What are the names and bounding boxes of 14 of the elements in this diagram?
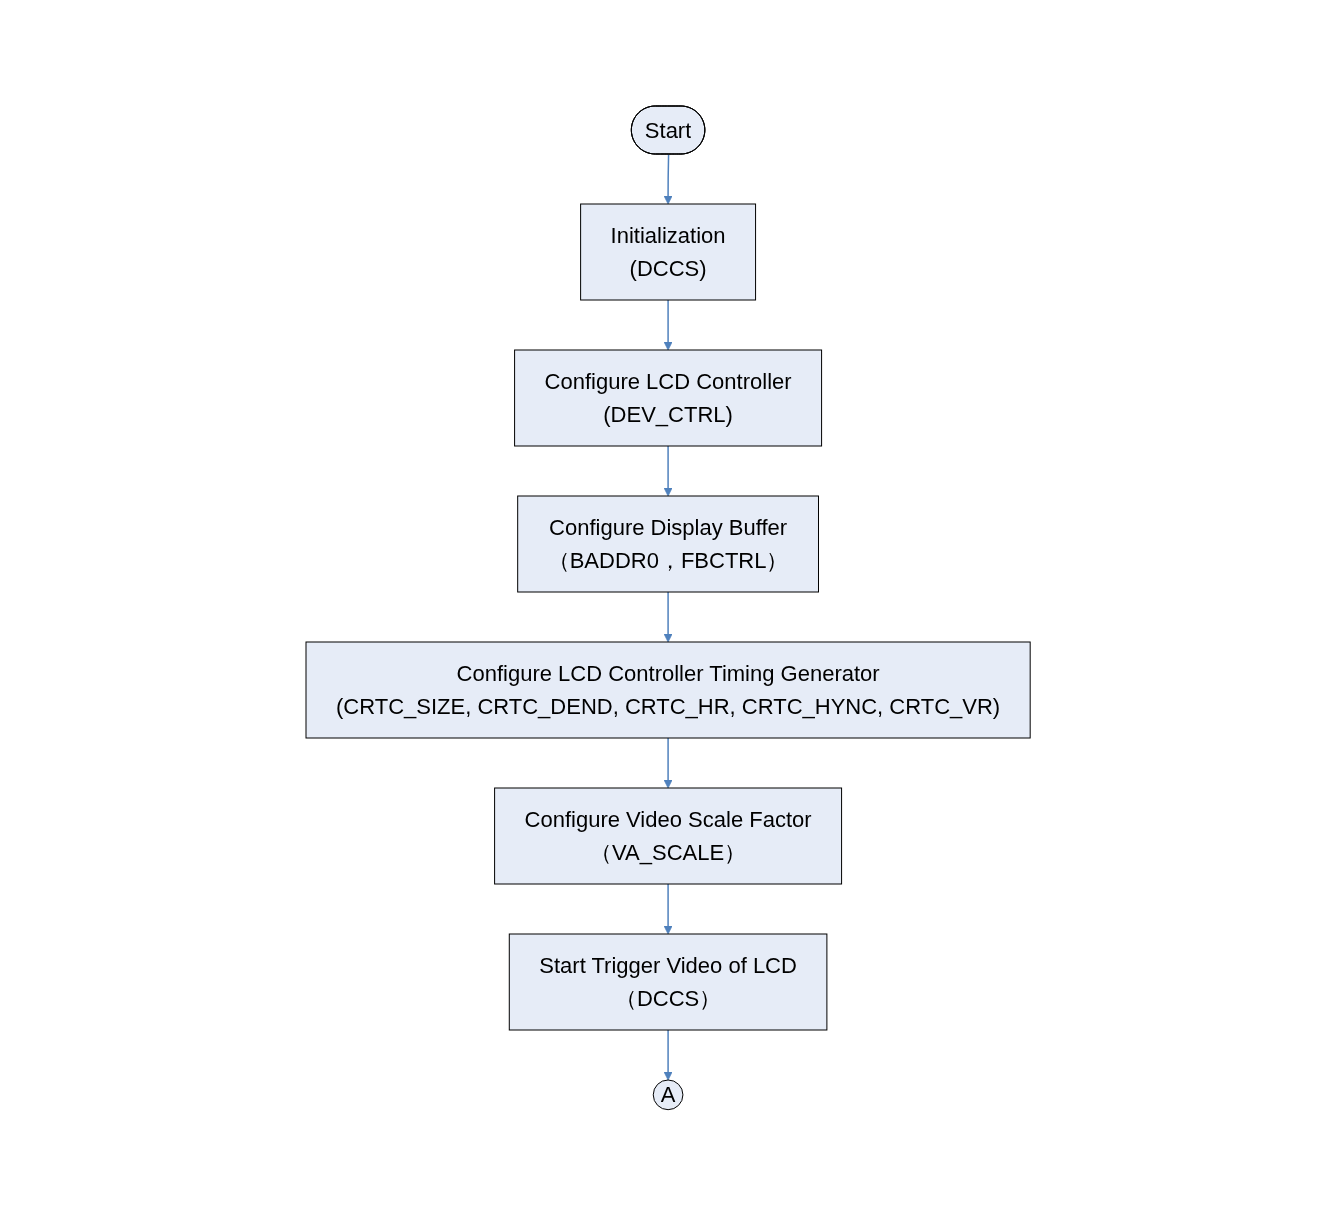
node-box: Configure LCD Controller Timing Generator (CRTC_SIZE, CRTC_DEND, CRTC_HR, CRTC_HYNC, CRTC_VR) [305,641,1031,739]
node-box: Initialization (DCCS) [580,203,756,301]
arrow [663,883,673,935]
arrow [663,591,673,643]
node-box: Configure Display Buffer （BADDR0，FBCTRL） [517,495,819,593]
node-box: Configure Video Scale Factor （VA_SCALE） [494,787,842,885]
arrow [663,299,673,351]
arrow [663,154,673,205]
arrow [663,1029,673,1081]
node-box: Configure LCD Controller (DEV_CTRL) [514,349,822,447]
arrow [663,737,673,789]
node-box: Start Trigger Video of LCD （DCCS） [508,933,828,1031]
arrow [663,445,673,497]
node-circle: A [652,1079,684,1111]
